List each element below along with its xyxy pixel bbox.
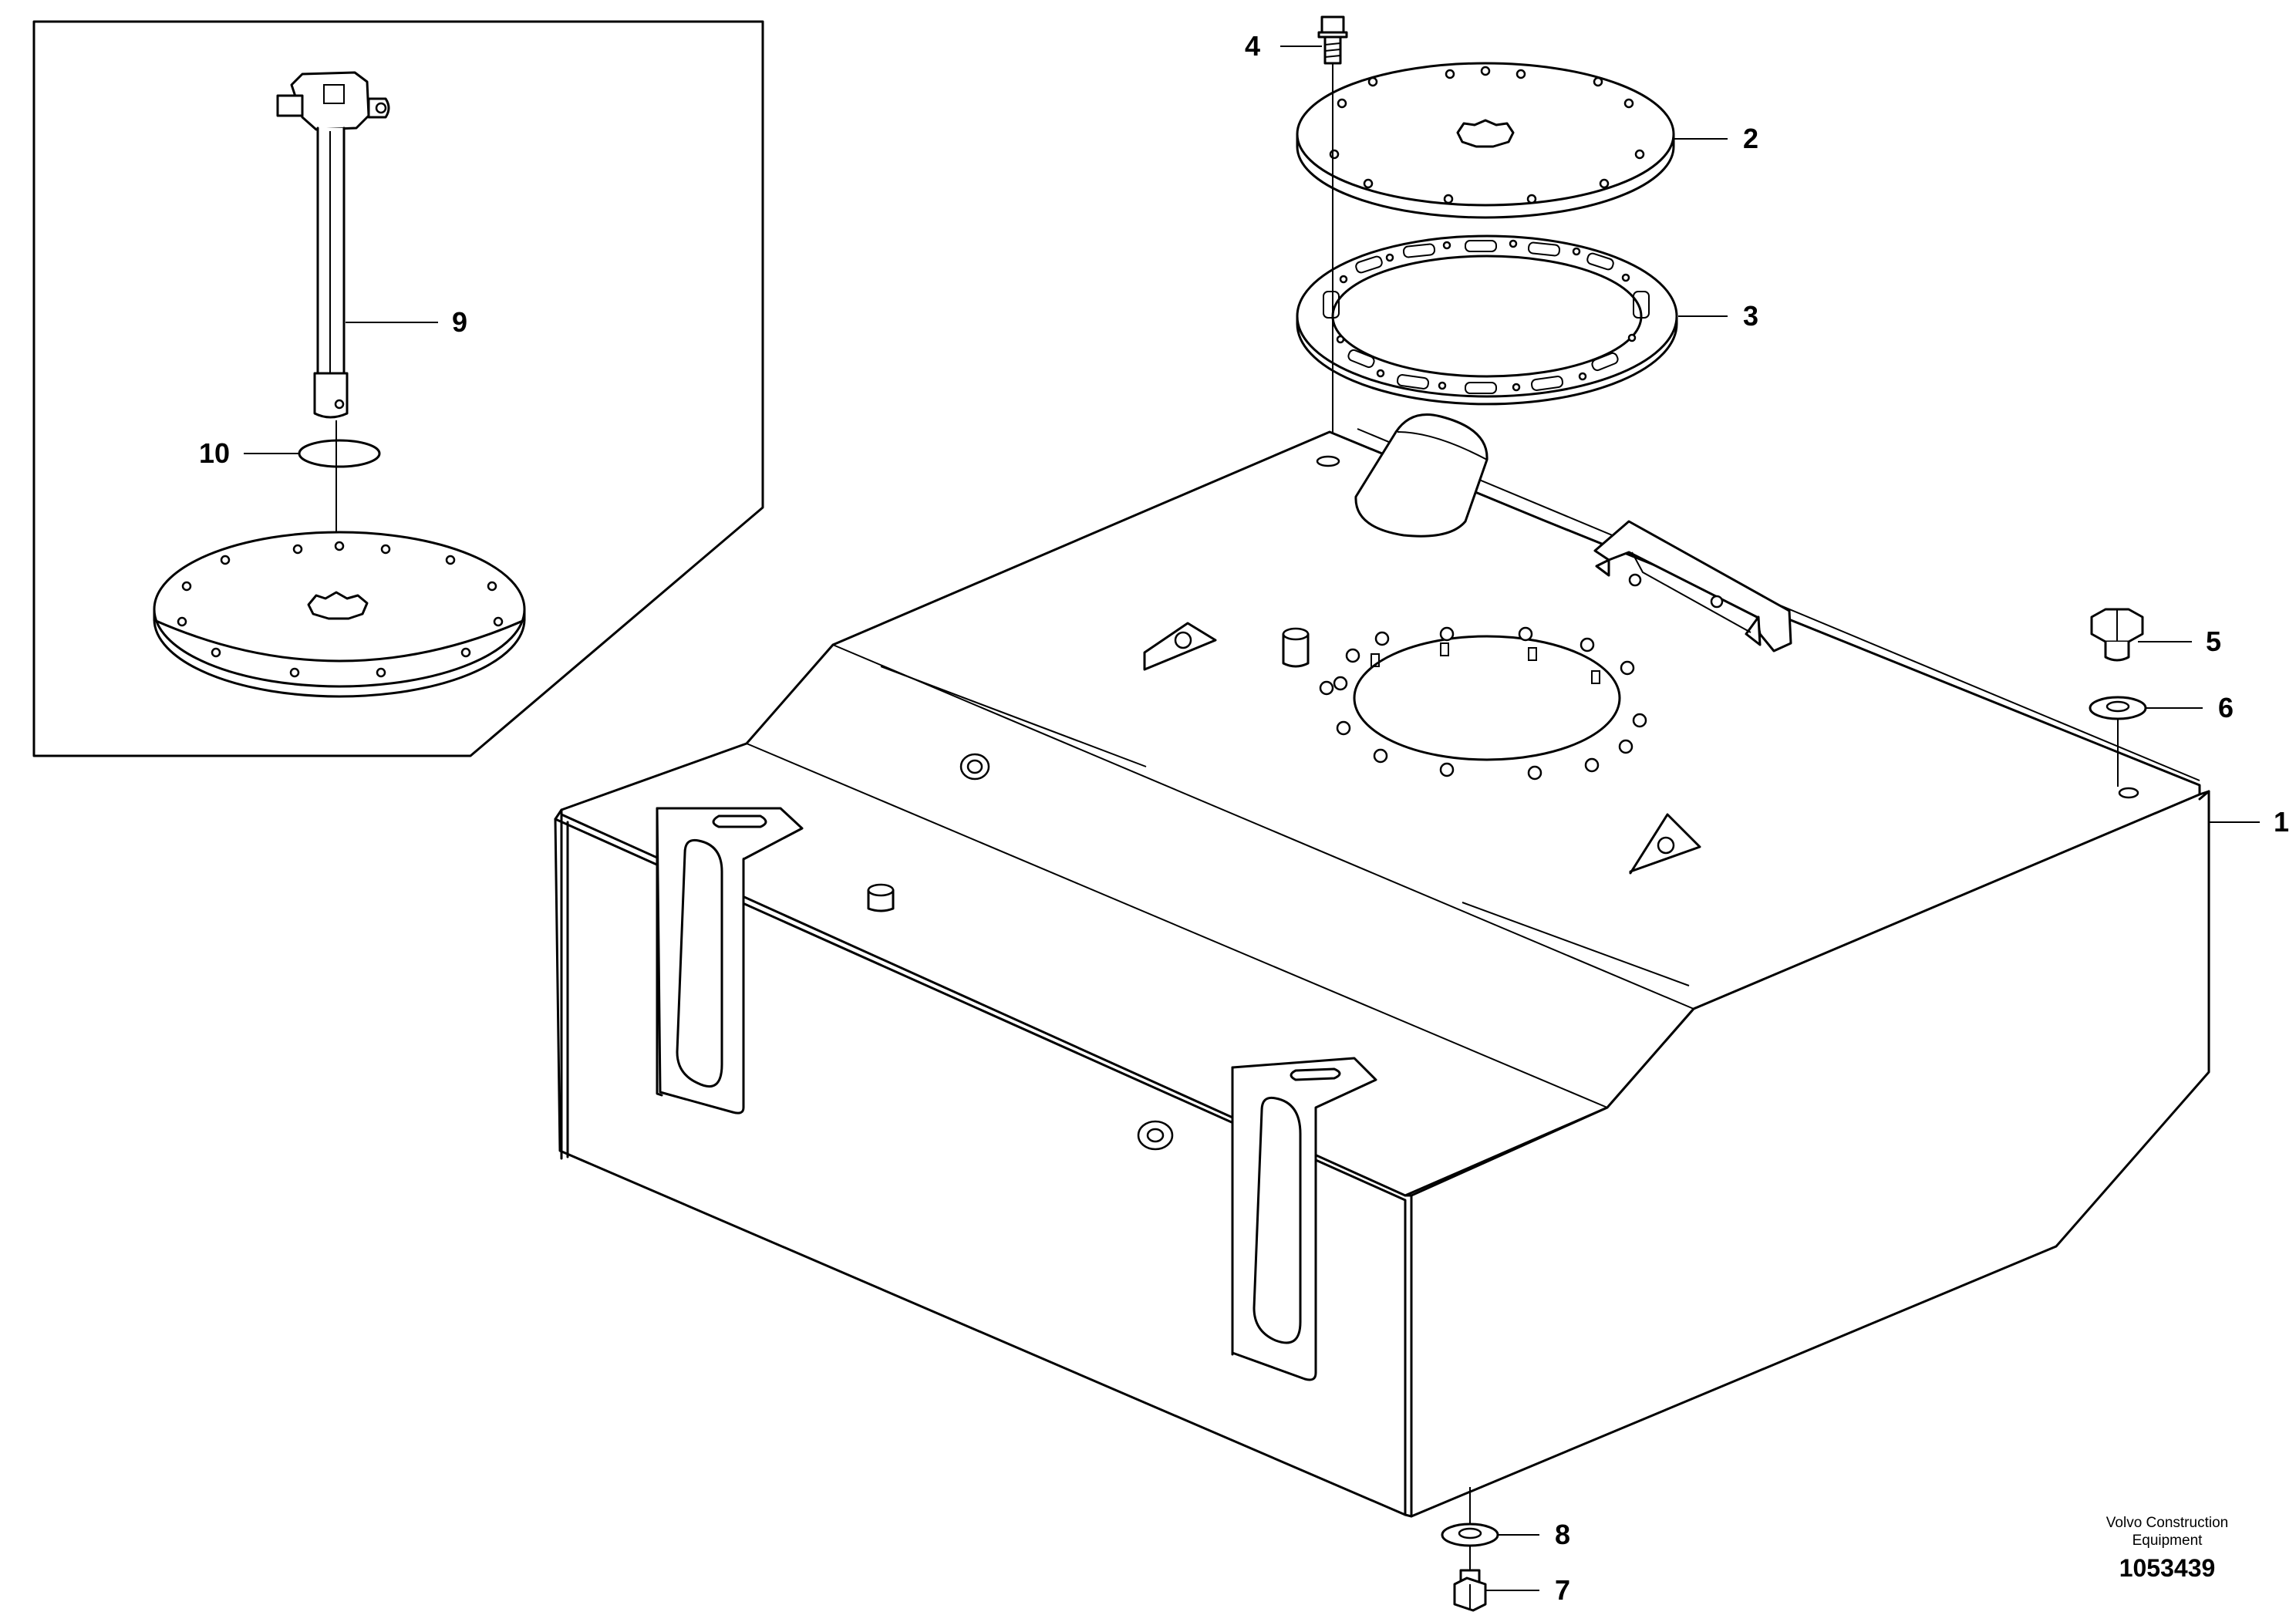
drawing-number: 1053439 [2119,1554,2216,1582]
o-ring [298,439,381,468]
drain-plug [1453,1569,1487,1612]
credit-company-line1: Volvo Construction [2106,1515,2228,1531]
callout-10: 10 [199,437,230,469]
callout-5: 5 [2206,626,2221,657]
fuel-level-sender [276,71,390,609]
callout-8: 8 [1555,1519,1570,1550]
fuel-tank [554,413,2210,1518]
washer-top [2089,696,2147,787]
gasket [1296,234,1678,406]
callout-4: 4 [1245,30,1260,62]
callout-2: 2 [1743,123,1758,154]
credit-company-line2: Equipment [2132,1533,2203,1549]
plug-screw-top [2090,608,2144,662]
inset-detail-frame [32,20,764,757]
callout-6: 6 [2218,692,2234,723]
callout-leaders [244,46,2260,1591]
callout-3: 3 [1743,300,1758,332]
callout-7: 7 [1555,1574,1570,1606]
cover-plate [1296,62,1675,219]
callout-9: 9 [452,306,467,338]
callout-1: 1 [2274,806,2289,838]
inset-flange-plate [153,531,526,698]
washer-bottom [1441,1523,1499,1547]
